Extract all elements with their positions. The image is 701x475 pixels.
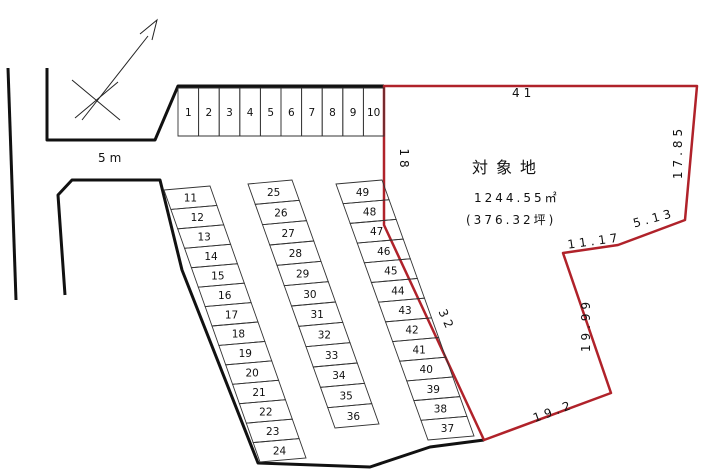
parking-stall-number: 4 [247, 107, 254, 119]
parking-stall-number: 45 [384, 266, 397, 278]
parking-stall-number: 42 [405, 325, 418, 337]
parking-stall-number: 41 [412, 344, 425, 356]
parking-stall-number: 26 [274, 208, 288, 220]
parking-stall-number: 11 [184, 193, 197, 205]
parking-stall [420, 415, 475, 441]
parking-stall-number: 48 [363, 207, 376, 219]
parking-stall [362, 87, 385, 137]
parking-stall-number: 16 [218, 290, 232, 302]
parking-stall [252, 438, 307, 463]
parking-stall [327, 403, 380, 429]
parking-stall-number: 25 [267, 187, 280, 199]
parking-stall-number: 1 [185, 107, 192, 119]
parking-stall-number: 2 [206, 107, 213, 119]
parking-stall-number: 27 [281, 228, 294, 240]
road-width-label: 5m [98, 151, 125, 165]
parking-stall-number: 44 [391, 285, 405, 297]
north-arrow-icon [71, 18, 158, 121]
parking-stall-number: 21 [252, 387, 265, 399]
parking-stall-number: 36 [347, 411, 361, 423]
parking-stall-number: 7 [309, 107, 316, 119]
parking-stall-number: 46 [377, 246, 391, 258]
dimension-left-diag: 32 [436, 307, 458, 334]
parking-stall-number: 10 [367, 107, 380, 119]
parking-stall-number: 18 [232, 329, 245, 341]
parking-stall-number: 30 [303, 289, 316, 301]
parking-stall-number: 5 [267, 107, 274, 119]
parking-stall-number: 12 [191, 212, 204, 224]
road-lines [6, 67, 485, 469]
parking-stall-number: 31 [310, 309, 323, 321]
dimension-left: 18 [397, 148, 411, 171]
parking-stall-number: 33 [325, 350, 338, 362]
dimension-bottom: 19.2 [531, 397, 576, 425]
parking-stall-number: 40 [420, 364, 433, 376]
parking-stall-number: 8 [329, 107, 336, 119]
parking-stall-number: 15 [211, 270, 224, 282]
target-area-m2: 1244.55㎡ [474, 191, 560, 205]
parking-stall-number: 22 [259, 406, 272, 418]
parking-stall-number: 35 [339, 391, 352, 403]
parking-stall-number: 34 [332, 370, 346, 382]
parking-stall-number: 29 [296, 269, 309, 281]
parking-stall-number: 17 [225, 309, 238, 321]
parking-stall-number: 13 [197, 232, 210, 244]
target-title: 対象地 [472, 158, 544, 177]
parking-stall-number: 9 [350, 107, 357, 119]
parking-stall-number: 23 [266, 426, 279, 438]
target-area-tsubo: (376.32坪) [466, 213, 556, 227]
parking-stall-number: 38 [434, 403, 447, 415]
parking-stall-number: 28 [289, 248, 302, 260]
parking-stall-number: 19 [239, 348, 252, 360]
parking-stall-number: 3 [226, 107, 233, 119]
parking-stall-number: 14 [204, 251, 218, 263]
parking-stall-number: 24 [273, 445, 287, 457]
parking-stall-number: 20 [245, 368, 258, 380]
parking-stall-number: 43 [398, 305, 411, 317]
parking-stall-number: 6 [288, 107, 295, 119]
dimension-right-top: 17.85 [671, 125, 685, 179]
parking-stall-number: 49 [356, 187, 369, 199]
dimension-notch-v: 19.99 [579, 298, 593, 352]
parking-stall-number: 47 [370, 226, 383, 238]
parking-stall-number: 32 [318, 330, 331, 342]
parking-stall-number: 39 [427, 384, 440, 396]
dimension-top: 41 [512, 86, 535, 100]
target-parcel-outline [382, 84, 699, 442]
parking-stall-number: 37 [441, 423, 454, 435]
